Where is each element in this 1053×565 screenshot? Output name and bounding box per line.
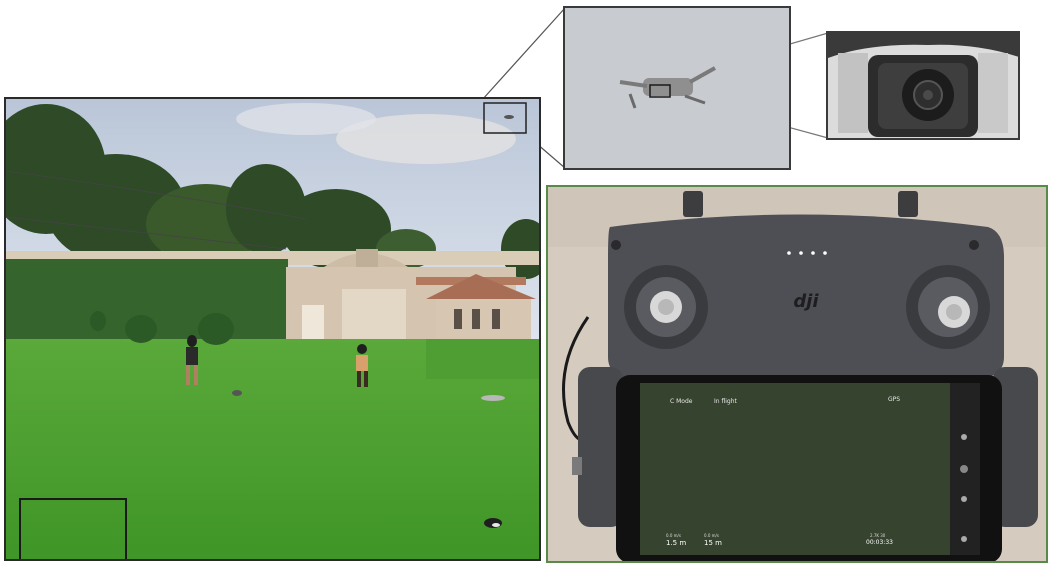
app-bottom-mid-top: 0.0 m/s xyxy=(704,533,719,538)
drone-highlight-box xyxy=(483,102,527,134)
app-bottom-left-main: 1.5 m xyxy=(666,539,687,547)
person-right xyxy=(356,344,368,387)
drone-zoom-inset xyxy=(563,6,791,170)
goal-frame-icon xyxy=(19,498,127,559)
app-bottom-mid-main: 15 m xyxy=(704,539,722,547)
app-bottom-right-top: 2.7K 30 xyxy=(870,533,886,538)
person-left xyxy=(186,335,198,385)
joystick-icon xyxy=(906,265,990,349)
tree-line xyxy=(6,104,539,279)
app-mode-label: C Mode xyxy=(670,398,693,405)
drone-icon xyxy=(619,66,716,109)
app-status-label: In flight xyxy=(714,398,737,405)
app-bottom-left-top: 0.0 m/s xyxy=(666,533,681,538)
app-bottom-right-main: 00:03:33 xyxy=(866,539,893,546)
house xyxy=(286,249,536,347)
camera-zoom-inset xyxy=(826,31,1020,140)
field-scene-photo xyxy=(4,97,541,561)
remote-controller-photo: dji C Mode In flight GPS 0.0 m/s 1.5 m xyxy=(546,185,1048,563)
controller-brand-label: dji xyxy=(793,291,819,312)
joystick-icon xyxy=(624,265,708,349)
camera-lens-icon xyxy=(868,55,978,137)
app-signal-label: GPS xyxy=(888,396,901,403)
